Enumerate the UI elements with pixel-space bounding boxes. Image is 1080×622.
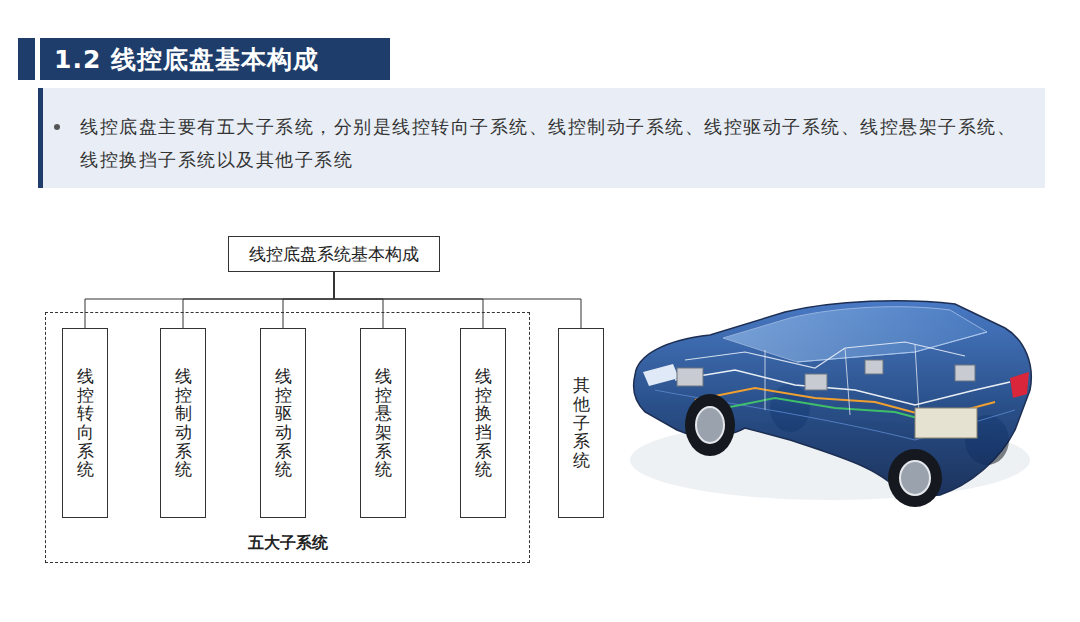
module	[865, 360, 883, 374]
group-label: 五大子系统	[248, 533, 328, 554]
car-illustration	[615, 290, 1045, 515]
subsystem-box: 线控制动系统	[160, 328, 206, 518]
wheel-hub	[696, 407, 724, 443]
tail-light	[1010, 372, 1029, 398]
box-label: 线控制动系统	[175, 367, 192, 479]
tree-connector	[334, 272, 383, 328]
box-label: 线控换挡系统	[475, 367, 492, 479]
car-glass	[723, 307, 987, 362]
subsystem-box: 其他子系统	[558, 328, 604, 518]
title-accent	[18, 38, 35, 80]
bullet-dot	[54, 124, 60, 130]
tree-connector	[283, 272, 334, 328]
wire	[685, 342, 965, 368]
bullet-text: 线控底盘主要有五大子系统，分别是线控转向子系统、线控制动子系统、线控驱动子系统、…	[80, 110, 1025, 176]
front-wheel	[685, 394, 735, 456]
box-label: 线控驱动系统	[275, 367, 292, 479]
battery	[915, 408, 977, 438]
slide-title: 1.2 线控底盘基本构成	[54, 43, 319, 76]
wheel-hub	[900, 461, 930, 495]
box-label: 线控转向系统	[77, 367, 94, 479]
body-line	[797, 332, 987, 362]
car-body	[634, 301, 1032, 498]
module	[955, 365, 975, 381]
headlight	[643, 364, 679, 386]
module	[677, 368, 703, 386]
subsystem-box: 线控转向系统	[62, 328, 108, 518]
tree-connector	[334, 272, 483, 328]
box-label: 其他子系统	[573, 376, 590, 469]
subsystem-box: 线控驱动系统	[260, 328, 306, 518]
box-label: 线控底盘系统基本构成	[249, 243, 419, 266]
rear-wheel	[888, 449, 942, 507]
subsystem-box: 线控悬架系统	[360, 328, 406, 518]
title-bar: 1.2 线控底盘基本构成	[40, 38, 390, 80]
box-label: 线控悬架系统	[375, 367, 392, 479]
subsystem-box: 线控换挡系统	[460, 328, 506, 518]
module	[805, 374, 827, 390]
tree-connector	[85, 272, 334, 328]
dashed-group: 线控转向系统 线控制动系统 线控驱动系统 线控悬架系统 线控换挡系统五大子系统	[45, 312, 530, 563]
bullet-panel: 线控底盘主要有五大子系统，分别是线控转向子系统、线控制动子系统、线控驱动子系统、…	[38, 88, 1045, 188]
root-box: 线控底盘系统基本构成	[228, 236, 440, 272]
tree-connector	[334, 272, 581, 328]
wire	[765, 345, 920, 430]
tree-connector	[183, 272, 334, 328]
